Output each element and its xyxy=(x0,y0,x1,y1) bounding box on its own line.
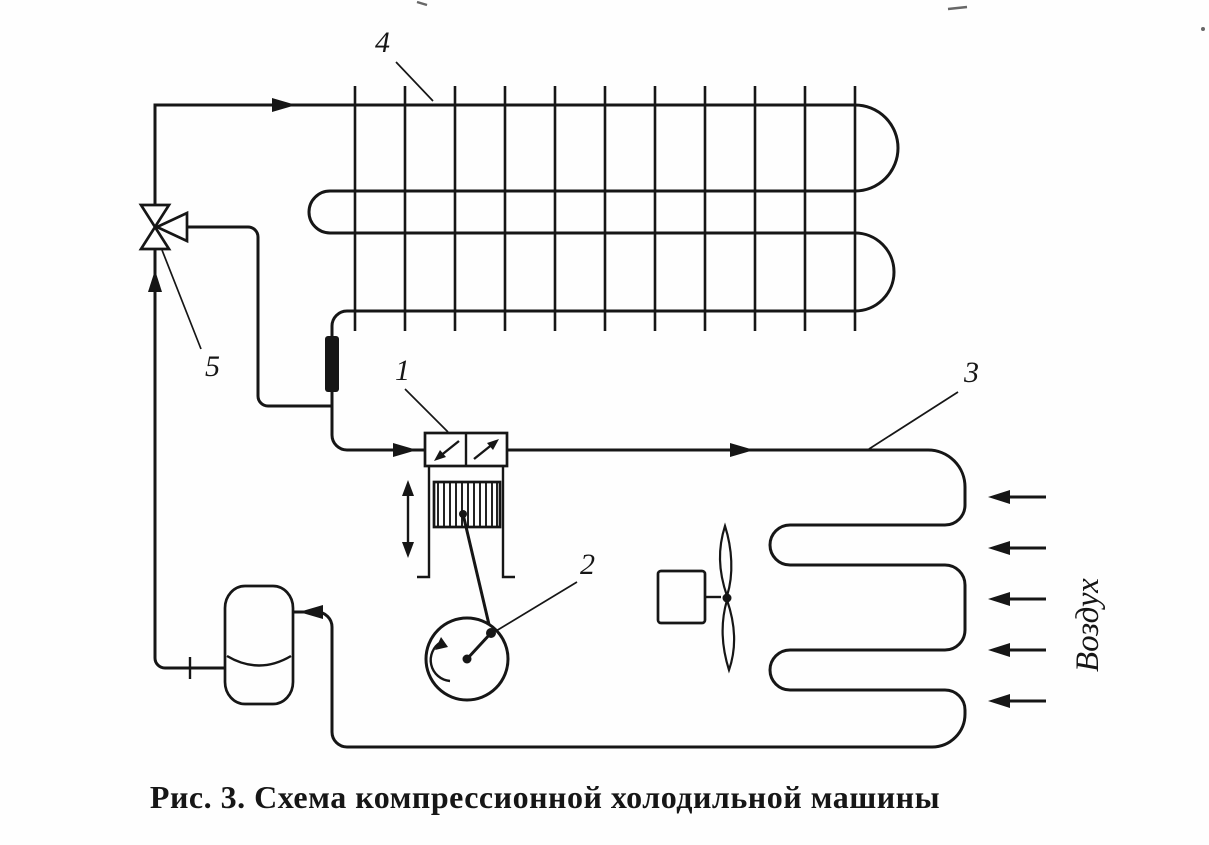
evaporator-fins xyxy=(353,86,857,331)
filter-drier xyxy=(325,336,339,392)
crank-drive xyxy=(424,510,510,702)
crank-arm xyxy=(465,631,493,661)
receiver-vessel xyxy=(223,584,323,706)
valve-triangle-right xyxy=(153,210,189,244)
piston xyxy=(432,480,502,529)
compressor xyxy=(402,431,515,579)
condenser-coil xyxy=(293,443,967,749)
flow-arrow-into-evaporator xyxy=(272,98,296,112)
leader-3 xyxy=(868,391,959,450)
crank-pin xyxy=(486,628,496,638)
flow-arrow-suction xyxy=(393,443,417,457)
evaporator-serpentine-pipe xyxy=(153,103,900,452)
part-label-evaporator: 4 xyxy=(375,26,390,59)
valve-outlet-pipe xyxy=(187,225,332,408)
discharge-valve-arrowhead xyxy=(487,439,499,450)
rotation-arrowhead xyxy=(435,637,448,650)
rotation-direction-arrow xyxy=(429,640,451,683)
air-flow-label: Воздух xyxy=(1070,578,1106,672)
part-label-crank: 2 xyxy=(580,548,595,581)
crank-center xyxy=(462,654,472,664)
suction-valve-arrowhead xyxy=(434,450,446,461)
air-flow-arrows xyxy=(988,490,1046,708)
liquid-level-line xyxy=(226,654,292,667)
air-arrow xyxy=(988,592,1046,606)
valve-triangle-bottom xyxy=(138,224,172,251)
fan xyxy=(656,522,736,674)
connecting-rod xyxy=(461,513,493,634)
label-leaders xyxy=(161,61,959,632)
condenser-serpentine-pipe xyxy=(293,448,967,749)
reciprocating-motion-arrow xyxy=(402,480,414,558)
figure-caption: Рис. 3. Схема компрессионной холодильной… xyxy=(149,779,941,815)
air-arrow xyxy=(988,490,1046,504)
air-arrow xyxy=(988,643,1046,657)
leader-2 xyxy=(495,581,578,632)
fan-motor-box xyxy=(656,569,707,625)
flow-arrow-up-to-valve xyxy=(148,270,162,292)
evaporator-coil xyxy=(153,86,900,457)
leader-4 xyxy=(395,61,434,102)
cylinder-wall-left xyxy=(417,466,431,579)
fan-blade-lower xyxy=(721,596,736,674)
leader-5 xyxy=(161,249,202,350)
cylinder-wall-right xyxy=(501,466,515,579)
receiver-body xyxy=(223,584,295,706)
part-label-compressor: 1 xyxy=(395,354,410,387)
liquid-riser-pipe xyxy=(153,249,225,670)
fan-hub xyxy=(722,593,732,603)
part-label-valve: 5 xyxy=(205,350,220,383)
fan-blade-upper xyxy=(718,522,733,600)
throttle-valve xyxy=(138,203,332,679)
wrist-pin xyxy=(459,510,467,518)
scan-artifacts xyxy=(416,0,1205,31)
air-arrow xyxy=(988,541,1046,555)
air-arrow xyxy=(988,694,1046,708)
valve-triangle-top xyxy=(138,203,172,230)
leader-1 xyxy=(404,388,449,433)
piston-hatching xyxy=(437,483,498,526)
flow-arrow-discharge xyxy=(730,443,754,457)
part-label-condenser: 3 xyxy=(964,356,979,389)
